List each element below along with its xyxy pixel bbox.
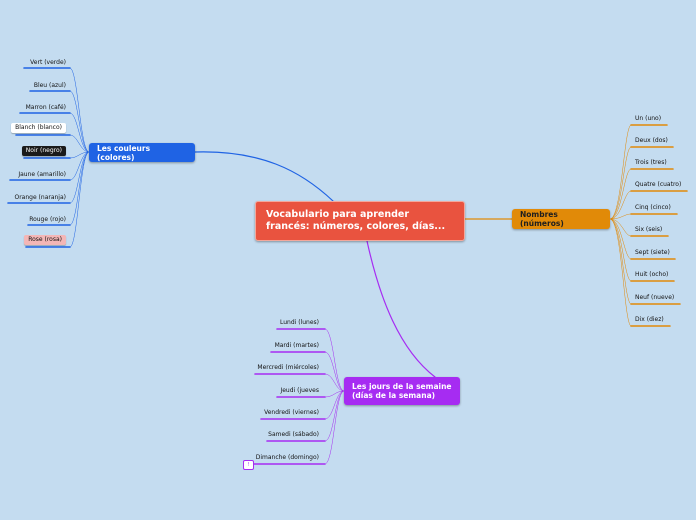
days-leaf-connector: [324, 373, 345, 392]
colors-leaf[interactable]: Blanch (blanco): [11, 123, 66, 133]
colors-leaf[interactable]: Rose (rosa): [24, 235, 66, 245]
days-leaf[interactable]: Mercredi (miércoles): [257, 364, 319, 371]
colors-leaf-connector: [69, 151, 90, 159]
days-leaf[interactable]: Jeudi (jueves: [280, 387, 319, 394]
numbers-leaf-connector: [609, 168, 632, 220]
days-leaf-connector: [324, 328, 345, 392]
numbers-leaf[interactable]: Neuf (nueve): [635, 294, 675, 301]
topic-days-label: Les jours de la semaine (días de la sema…: [352, 382, 452, 400]
numbers-leaf-connector: [609, 218, 632, 282]
colors-leaf-connector: [69, 67, 90, 153]
colors-leaf[interactable]: Jaune (amarillo): [18, 171, 66, 178]
days-leaf-connector: [324, 390, 345, 465]
numbers-leaf[interactable]: Deux (dos): [635, 137, 668, 144]
connector-days: [366, 240, 436, 378]
numbers-leaf[interactable]: Trois (tres): [635, 159, 667, 166]
days-leaf-connector: [324, 351, 345, 392]
topic-days-label-line2: (días de la semana): [352, 391, 436, 400]
days-leaf[interactable]: Mardi (martes): [274, 342, 319, 349]
topic-numbers[interactable]: Nombres (números): [512, 209, 610, 229]
days-leaf-connector: [324, 390, 345, 442]
topic-numbers-label: Nombres (números): [520, 210, 564, 228]
topic-days[interactable]: Les jours de la semaine (días de la sema…: [344, 377, 460, 405]
colors-leaf[interactable]: Noir (negro): [21, 146, 66, 156]
numbers-leaf[interactable]: Sept (siete): [635, 249, 670, 256]
colors-leaf-connector: [69, 90, 90, 153]
note-badge[interactable]: !: [243, 460, 254, 470]
colors-leaf-connector: [69, 134, 90, 153]
central-topic[interactable]: Vocabulario para aprender francés: númer…: [255, 201, 465, 241]
connector-colors: [194, 151, 334, 202]
central-topic-label: Vocabulario para aprender francés: númer…: [266, 209, 446, 232]
numbers-leaf-connector: [609, 190, 632, 220]
topic-colors-label: Les couleurs (colores): [97, 143, 151, 162]
colors-leaf[interactable]: Rouge (rojo): [29, 216, 66, 223]
colors-leaf[interactable]: Bleu (azul): [33, 82, 66, 89]
days-leaf[interactable]: Vendredi (viernes): [264, 409, 319, 416]
colors-leaf-connector: [69, 112, 90, 153]
numbers-leaf[interactable]: Quatre (cuatro): [635, 181, 682, 188]
topic-colors[interactable]: Les couleurs (colores): [89, 143, 195, 162]
numbers-leaf[interactable]: Un (uno): [635, 115, 662, 122]
colors-leaf[interactable]: Vert (verde): [30, 59, 66, 66]
numbers-leaf-connector: [609, 218, 632, 305]
numbers-leaf-connector: [609, 213, 632, 220]
numbers-leaf[interactable]: Six (seis): [635, 226, 663, 233]
colors-leaf[interactable]: Orange (naranja): [14, 194, 66, 201]
days-leaf[interactable]: Dimanche (domingo): [255, 454, 319, 461]
days-leaf[interactable]: Lundi (lunes): [280, 319, 319, 326]
numbers-leaf[interactable]: Huit (ocho): [635, 271, 669, 278]
numbers-leaf-connector: [609, 146, 632, 220]
colors-leaf-connector: [69, 151, 90, 248]
numbers-leaf[interactable]: Dix (diez): [635, 316, 664, 323]
days-leaf-connector: [324, 390, 345, 398]
colors-leaf[interactable]: Marron (café): [25, 104, 66, 111]
numbers-leaf[interactable]: Cinq (cinco): [635, 204, 671, 211]
colors-leaf-connector: [69, 151, 90, 226]
numbers-leaf-connector: [609, 218, 632, 327]
topic-days-label-line1: Les jours de la semaine: [352, 382, 452, 391]
days-leaf[interactable]: Samedi (sábado): [268, 431, 319, 438]
numbers-leaf-connector: [609, 124, 632, 220]
